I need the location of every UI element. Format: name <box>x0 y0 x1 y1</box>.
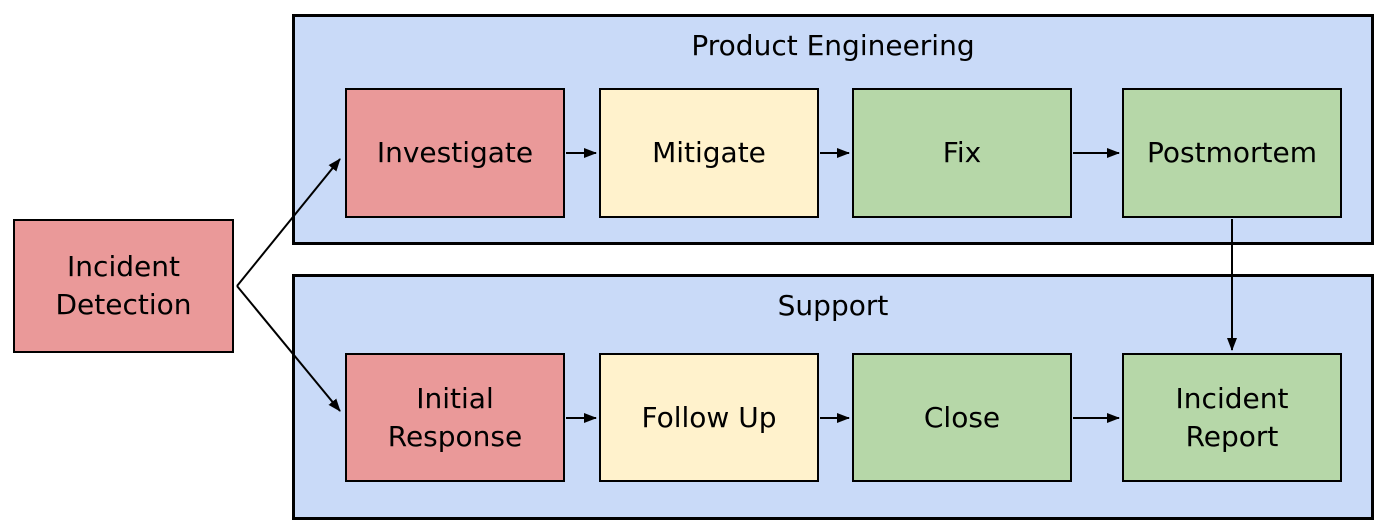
node-postmortem: Postmortem <box>1122 88 1342 218</box>
node-follow-up: Follow Up <box>599 353 819 482</box>
node-investigate: Investigate <box>345 88 565 218</box>
node-incident-detection: Incident Detection <box>13 219 234 353</box>
node-initial-response: Initial Response <box>345 353 565 482</box>
lane-title-support: Support <box>777 289 889 322</box>
node-incident-report: Incident Report <box>1122 353 1342 482</box>
lane-title-product-engineering: Product Engineering <box>691 29 975 62</box>
node-fix: Fix <box>852 88 1072 218</box>
node-mitigate: Mitigate <box>599 88 819 218</box>
node-close: Close <box>852 353 1072 482</box>
